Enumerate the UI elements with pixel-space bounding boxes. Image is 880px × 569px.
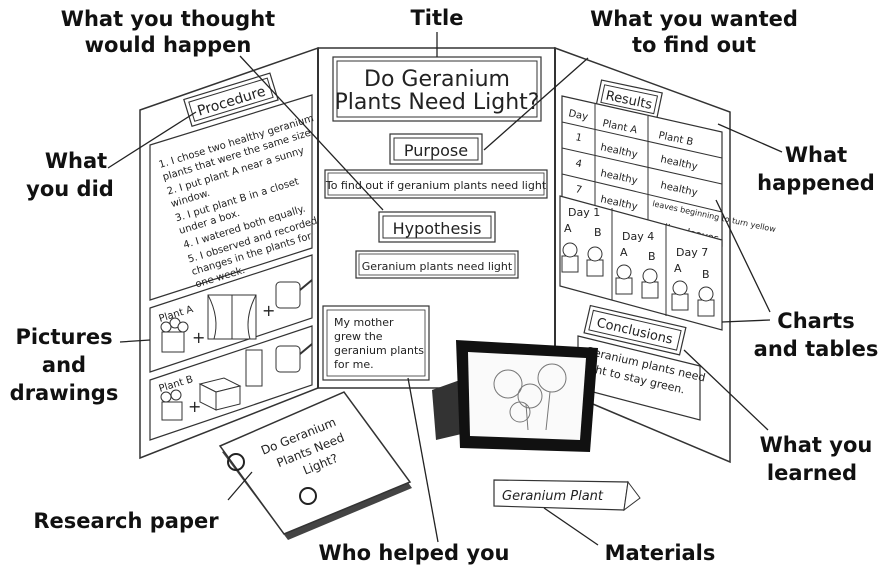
board-title-box: Do Geranium Plants Need Light? bbox=[332, 56, 542, 122]
board-title-line2: Plants Need Light? bbox=[335, 90, 540, 115]
purpose-text: To find out if geranium plants need ligh… bbox=[325, 179, 547, 192]
helper-line4: for me. bbox=[334, 358, 374, 371]
hypothesis-label-box: Hypothesis bbox=[378, 211, 496, 243]
callout-happened-line1: What bbox=[785, 143, 847, 167]
flower-pot-icon bbox=[160, 389, 183, 421]
callout-research-paper: Research paper bbox=[33, 509, 219, 533]
svg-text:B: B bbox=[702, 268, 710, 281]
purpose-label: Purpose bbox=[404, 141, 468, 160]
callout-pictures-line1: Pictures bbox=[15, 325, 112, 349]
hypothesis-text-box: Geranium plants need light bbox=[355, 250, 519, 279]
callout-wanted-line1: What you wanted bbox=[590, 7, 798, 31]
callout-wanted-line2: to find out bbox=[632, 33, 756, 57]
window-icon bbox=[207, 294, 257, 340]
flower-photo-icon bbox=[493, 363, 567, 431]
helper-line3: geranium plants bbox=[334, 344, 424, 357]
geranium-plant-tent-card: Geranium Plant bbox=[493, 479, 641, 512]
svg-text:+: + bbox=[192, 328, 205, 347]
callout-learned-line2: learned bbox=[767, 461, 857, 485]
helper-line1: My mother bbox=[334, 316, 394, 329]
callout-pictures-line2: and bbox=[42, 353, 86, 377]
leader-lines bbox=[107, 32, 783, 546]
flower-pot-icon bbox=[160, 317, 189, 353]
results-day-7: 7 bbox=[574, 184, 583, 196]
purpose-label-box: Purpose bbox=[389, 133, 483, 165]
procedure-box bbox=[149, 94, 313, 301]
hypothesis-label: Hypothesis bbox=[393, 219, 482, 238]
results-day-4: 4 bbox=[574, 158, 583, 170]
svg-text:B: B bbox=[594, 226, 602, 239]
callout-pictures-line3: drawings bbox=[10, 381, 119, 405]
callout-who-helped: Who helped you bbox=[319, 541, 510, 565]
board-title-line1: Do Geranium bbox=[364, 67, 510, 92]
callout-happened-line2: happened bbox=[757, 171, 875, 195]
svg-text:A: A bbox=[620, 246, 628, 259]
svg-text:A: A bbox=[674, 262, 682, 275]
flower-pot-icon bbox=[561, 242, 715, 317]
svg-text:+: + bbox=[262, 301, 275, 320]
svg-text:B: B bbox=[648, 250, 656, 263]
results-header-day: Day bbox=[567, 108, 589, 123]
day-charts: Day 1 A B Day 4 A B Day 7 A B bbox=[559, 195, 723, 331]
box-icon bbox=[198, 377, 242, 411]
day7-label: Day 7 bbox=[676, 246, 708, 259]
closet-door-icon bbox=[245, 349, 263, 387]
hypothesis-text: Geranium plants need light bbox=[362, 260, 513, 273]
callout-charts-line2: and tables bbox=[754, 337, 879, 361]
callout-did-line2: you did bbox=[26, 177, 114, 201]
callout-learned-line1: What you bbox=[760, 433, 873, 457]
callout-charts-line1: Charts bbox=[777, 309, 854, 333]
research-paper-booklet: Do Geranium Plants Need Light? bbox=[218, 391, 412, 540]
callout-title: Title bbox=[410, 6, 463, 30]
tent-card-label: Geranium Plant bbox=[502, 489, 604, 504]
callout-thought-line1: What you thought bbox=[61, 7, 275, 31]
watering-can-icon bbox=[275, 343, 313, 373]
watering-can-icon bbox=[275, 279, 313, 309]
svg-text:A: A bbox=[564, 222, 572, 235]
framed-photo bbox=[432, 340, 598, 452]
svg-text:+: + bbox=[188, 397, 201, 416]
callout-thought-line2: would happen bbox=[85, 33, 252, 57]
day4-label: Day 4 bbox=[622, 230, 654, 243]
helper-line2: grew the bbox=[334, 330, 383, 343]
conclusions-label-box: Conclusions bbox=[583, 304, 687, 356]
purpose-text-box: To find out if geranium plants need ligh… bbox=[324, 169, 548, 199]
callout-did-line1: What bbox=[45, 149, 107, 173]
results-day-1: 1 bbox=[574, 132, 583, 144]
day1-label: Day 1 bbox=[568, 206, 600, 219]
helper-note-box: My mother grew the geranium plants for m… bbox=[322, 305, 430, 381]
callout-materials: Materials bbox=[605, 541, 716, 565]
